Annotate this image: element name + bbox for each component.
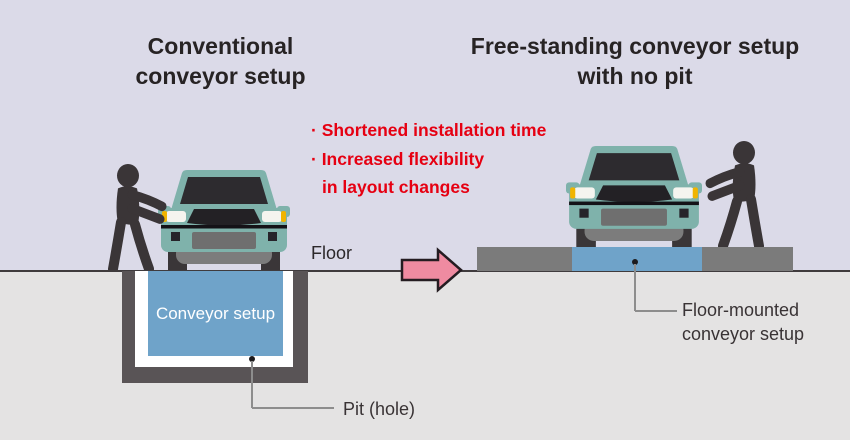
left-title: Conventional conveyor setup	[58, 31, 383, 91]
benefit-line-1: · Shortened installation time	[311, 120, 547, 140]
left-title-line1: Conventional	[147, 33, 294, 59]
floor-mounted-callout-dot	[632, 259, 638, 265]
benefit-line-2: · Increased flexibility	[311, 148, 485, 169]
pit-callout-vline	[251, 361, 253, 408]
benefit-line-3: in layout changes	[322, 177, 470, 197]
worker-silhouette-icon	[705, 141, 764, 247]
floor-mounted-label-line2: conveyor setup	[682, 323, 805, 344]
pit-label: Pit (hole)	[343, 399, 416, 419]
left-title-line2: conveyor setup	[135, 63, 306, 89]
conveyor-block-left	[477, 247, 572, 271]
benefits-list: · Shortened installation time · Increase…	[311, 116, 546, 202]
conveyor-block-right	[702, 247, 793, 271]
right-title-line1: Free-standing conveyor setup	[470, 33, 800, 59]
right-title: Free-standing conveyor setup with no pit	[440, 31, 830, 91]
arrow-right-icon	[400, 247, 463, 293]
conveyor-box-label: Conveyor setup	[155, 303, 276, 323]
car-front-icon	[566, 146, 702, 247]
pit-callout-dot	[249, 356, 255, 362]
floor-label: Floor	[311, 243, 353, 263]
floor-mounted-label-line1: Floor-mounted	[682, 300, 800, 320]
right-title-line2: with no pit	[577, 63, 693, 89]
pit-callout-hline	[252, 407, 334, 409]
floor-mounted-callout-vline	[634, 264, 636, 311]
worker-silhouette-icon	[108, 164, 167, 270]
car-front-icon	[158, 170, 290, 270]
pit-conveyor-box: Conveyor setup	[148, 271, 283, 356]
floor-mounted-label: Floor-mounted conveyor setup	[682, 299, 804, 346]
floor-mounted-callout-hline	[635, 310, 677, 312]
